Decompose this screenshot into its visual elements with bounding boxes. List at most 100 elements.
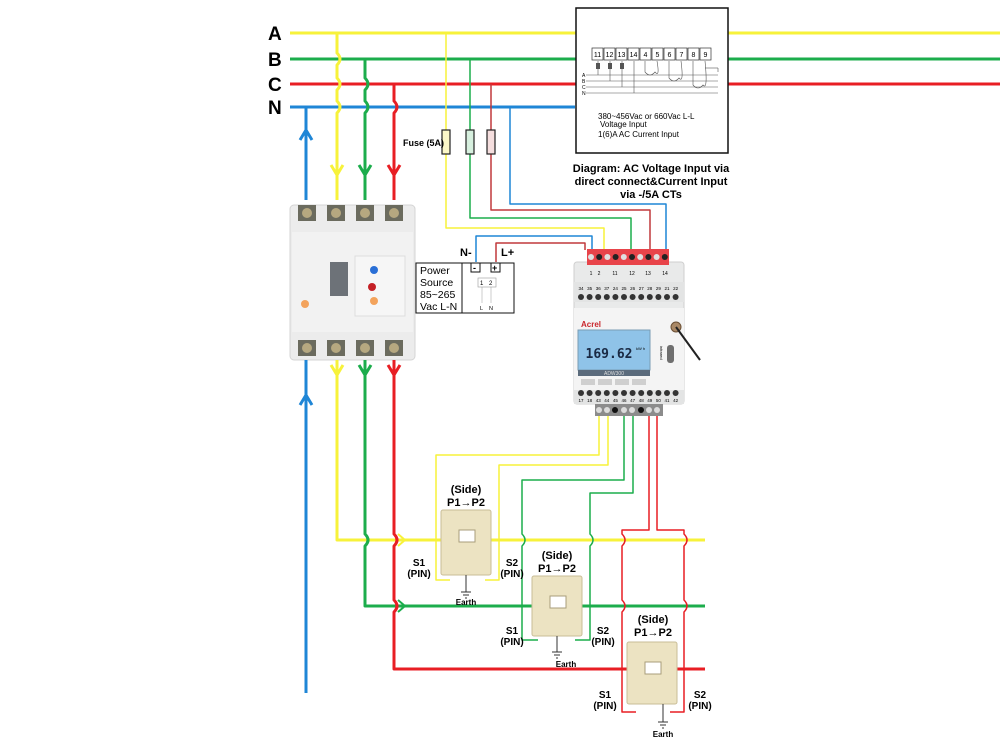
current-transformer-c: (Side) P1→P2 Earth S1 (PIN) S2 (PIN) xyxy=(593,614,711,739)
terminal-label: 48 xyxy=(639,398,645,403)
bus-label-n: N xyxy=(268,98,282,119)
terminal-screw xyxy=(638,390,645,396)
pos-label: L+ xyxy=(501,247,514,259)
terminal-label: 22 xyxy=(673,286,679,291)
svg-text:Vac L-N: Vac L-N xyxy=(420,301,457,313)
arrow-down-icon xyxy=(329,364,345,378)
fuse-b xyxy=(465,129,475,155)
terminal-screw xyxy=(586,294,593,300)
breaker-top-terminals xyxy=(298,205,403,221)
svg-text:S2: S2 xyxy=(694,690,707,701)
left-button[interactable] xyxy=(598,379,612,385)
terminal-screw xyxy=(637,254,644,260)
terminal-screw xyxy=(672,390,679,396)
terminal-screw xyxy=(672,294,679,300)
fuse-label: Fuse (5A) xyxy=(403,138,444,148)
inset-terminal-label: 8 xyxy=(692,52,696,59)
terminal-label: 28 xyxy=(647,286,653,291)
arrow-down-icon xyxy=(329,164,345,178)
breaker-handle[interactable] xyxy=(330,262,348,296)
inset-terminal xyxy=(639,47,652,61)
inset-terminal-label: 14 xyxy=(630,52,638,59)
svg-text:L: L xyxy=(480,306,483,312)
bus-label-a: A xyxy=(268,24,282,45)
svg-text:direct connect&Current Input: direct connect&Current Input xyxy=(575,176,728,188)
terminal-label: 29 xyxy=(656,286,662,291)
terminal-label: 14 xyxy=(662,271,668,277)
breaker-feeds xyxy=(298,33,402,200)
terminal-screw xyxy=(638,294,645,300)
circuit-breaker xyxy=(289,204,416,361)
terminal-label: 13 xyxy=(645,271,651,277)
svg-text:(PIN): (PIN) xyxy=(500,637,523,648)
plus-terminal: + xyxy=(492,263,497,273)
meter-model: ADW300 xyxy=(604,371,624,377)
inset-line-labels: A B C N xyxy=(582,73,586,97)
svg-text:Earth: Earth xyxy=(456,598,477,607)
home-button[interactable] xyxy=(615,379,629,385)
svg-text:via -/5A CTs: via -/5A CTs xyxy=(620,189,682,201)
terminal-label: 50 xyxy=(656,398,662,403)
voltage-taps: Fuse (5A) xyxy=(403,33,667,250)
meter-unit: kW h xyxy=(636,346,645,351)
power-source: N- L+ Power Source 85~265 Vac L-N - + 1 … xyxy=(415,235,593,314)
infrared-port xyxy=(667,345,674,363)
terminal-label: 25 xyxy=(621,286,627,291)
inset-spec-2: Voltage Input xyxy=(600,120,647,129)
minus-terminal: - xyxy=(473,263,476,273)
terminal-label: 11 xyxy=(612,271,617,277)
svg-text:B: B xyxy=(582,79,586,85)
terminal-label: 41 xyxy=(664,398,670,403)
terminal-screw xyxy=(646,294,653,300)
inset-terminal xyxy=(591,47,604,61)
terminal-screw xyxy=(612,254,619,260)
ground-icon xyxy=(461,591,471,599)
inset-spec-3: 1(6)A AC Current Input xyxy=(598,130,680,139)
terminal-label: 42 xyxy=(673,398,679,403)
terminal-screw xyxy=(603,390,610,396)
arrow-down-icon xyxy=(386,364,402,378)
terminal-screw xyxy=(629,254,635,260)
terminal-screw xyxy=(655,294,662,300)
current-transformer-a: (Side) P1→P2 Earth S1 (PIN) S2 (PIN) xyxy=(407,484,523,607)
svg-text:S2: S2 xyxy=(506,558,519,569)
reset-button-icon[interactable] xyxy=(370,297,378,305)
infrared-label: infrared xyxy=(659,346,664,360)
arrow-down-icon xyxy=(386,164,402,178)
terminal-screw xyxy=(604,254,611,260)
terminal-screw xyxy=(586,390,593,396)
arrow-up-icon xyxy=(298,127,314,141)
inset-terminal-label: 13 xyxy=(618,52,626,59)
inset-terminal xyxy=(663,47,676,61)
load-side-wires xyxy=(298,360,705,693)
test-button-icon[interactable] xyxy=(370,266,378,274)
terminal-screw xyxy=(603,294,610,300)
terminal-label: 1 xyxy=(590,271,593,277)
inset-terminal xyxy=(651,47,664,61)
arrow-down-icon xyxy=(357,164,373,178)
arrow-up-icon xyxy=(298,392,314,406)
terminal-screw xyxy=(629,294,636,300)
svg-text:(PIN): (PIN) xyxy=(688,701,711,712)
meter-reading: 169.62 xyxy=(586,347,633,362)
terminal-label: 35 xyxy=(587,286,593,291)
svg-text:1: 1 xyxy=(480,281,484,287)
terminal-screw xyxy=(646,390,653,396)
svg-text:85~265: 85~265 xyxy=(420,289,455,301)
svg-text:(PIN): (PIN) xyxy=(407,569,430,580)
inset-terminal-label: 9 xyxy=(704,52,708,59)
set-button[interactable] xyxy=(581,379,595,385)
indicator-icon xyxy=(301,300,309,308)
svg-text:(PIN): (PIN) xyxy=(500,569,523,580)
meter-buttons xyxy=(581,379,646,385)
svg-text:S1: S1 xyxy=(599,690,612,701)
enter-button[interactable] xyxy=(632,379,646,385)
terminal-label: 47 xyxy=(630,398,636,403)
arrow-down-icon xyxy=(357,364,373,378)
terminal-label: 49 xyxy=(647,398,653,403)
terminal-label: 2 xyxy=(598,271,601,277)
svg-text:Diagram: AC Voltage Input via: Diagram: AC Voltage Input via xyxy=(573,163,730,175)
